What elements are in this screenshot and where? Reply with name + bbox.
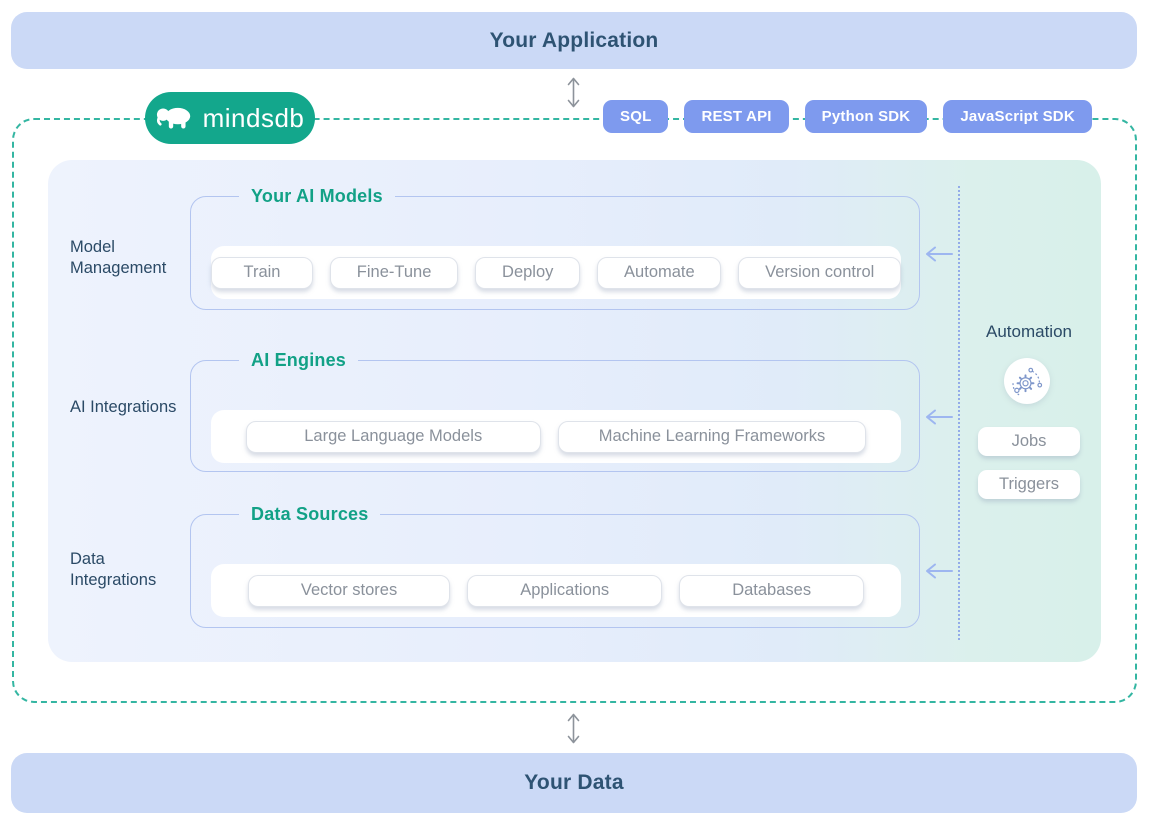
row-label-ai-integrations: AI Integrations <box>70 398 177 416</box>
your-data-label: Your Data <box>524 771 624 794</box>
api-chip-rest-api: REST API <box>684 100 789 133</box>
chip-vector-stores: Vector stores <box>247 574 451 607</box>
section-ai-engines: AI Engines Large Language Models Machine… <box>190 350 920 472</box>
chip-databases: Databases <box>679 574 865 607</box>
your-data-banner: Your Data <box>11 753 1137 813</box>
api-chip-sql: SQL <box>603 100 669 133</box>
your-application-banner: Your Application <box>11 12 1137 69</box>
left-arrow-icon <box>926 246 953 262</box>
row-label-model-management: Model Management <box>70 238 167 278</box>
chip-large-language-models: Large Language Models <box>245 420 541 453</box>
chip-fine-tune: Fine-Tune <box>330 256 459 289</box>
automation-separator-line <box>958 186 960 640</box>
left-arrow-icon <box>926 409 953 425</box>
api-chip-row: SQL REST API Python SDK JavaScript SDK <box>603 100 1092 133</box>
mindsdb-logo: mindsdb <box>145 92 315 144</box>
section-title-ai-engines: AI Engines <box>251 350 347 370</box>
chip-strip-data-sources: Vector stores Applications Databases <box>211 564 901 617</box>
triggers-button: Triggers <box>978 470 1080 499</box>
chip-train: Train <box>211 256 313 289</box>
section-data-sources: Data Sources Vector stores Applications … <box>190 504 920 628</box>
section-title-data-sources: Data Sources <box>251 504 369 524</box>
automation-gear-icon <box>1012 367 1043 396</box>
left-arrow-icon <box>926 563 953 579</box>
double-arrow-vertical-icon <box>567 77 580 108</box>
row-label-data-integrations: Data Integrations <box>70 550 157 590</box>
jobs-button: Jobs <box>978 427 1080 456</box>
automation-title: Automation <box>986 322 1072 341</box>
chip-machine-learning-frameworks: Machine Learning Frameworks <box>557 420 867 453</box>
section-your-ai-models: Your AI Models Train Fine-Tune Deploy Au… <box>190 186 920 310</box>
chip-strip-ai-engines: Large Language Models Machine Learning F… <box>211 410 901 463</box>
mindsdb-boundary-box <box>12 118 1137 703</box>
your-application-label: Your Application <box>489 28 659 52</box>
capabilities-panel: Model Management AI Integrations Data In… <box>48 160 1101 662</box>
mindsdb-logo-label: mindsdb <box>202 102 305 133</box>
chip-applications: Applications <box>467 574 663 607</box>
chip-strip-ai-models: Train Fine-Tune Deploy Automate Version … <box>211 246 901 299</box>
section-title-your-ai-models: Your AI Models <box>251 186 383 206</box>
double-arrow-vertical-icon <box>567 713 580 744</box>
chip-version-control: Version control <box>738 256 901 289</box>
automation-icon-badge <box>1004 358 1050 404</box>
chip-automate: Automate <box>597 256 722 289</box>
api-chip-python-sdk: Python SDK <box>804 100 928 133</box>
chip-deploy: Deploy <box>475 256 581 289</box>
api-chip-javascript-sdk: JavaScript SDK <box>943 100 1092 133</box>
elephant-icon <box>156 107 190 129</box>
